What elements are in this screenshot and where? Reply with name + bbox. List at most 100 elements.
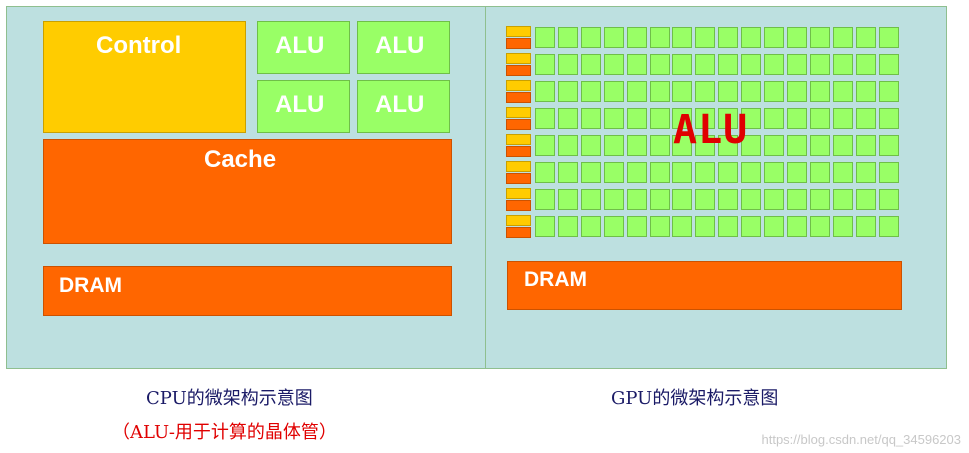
gpu-alu-cell [832, 135, 853, 156]
gpu-alu-cell [649, 162, 670, 183]
gpu-dram-label: DRAM [524, 268, 587, 291]
gpu-alu-cell [535, 135, 555, 156]
gpu-alu-cell [603, 54, 624, 75]
gpu-control-cell [506, 80, 531, 91]
gpu-alu-cell [878, 108, 899, 129]
gpu-alu-cell [718, 216, 739, 237]
gpu-alu-cell [764, 162, 784, 183]
gpu-alu-cell [741, 54, 762, 75]
gpu-alu-cell [649, 27, 670, 48]
gpu-alu-cell [695, 189, 716, 210]
gpu-alu-cell [557, 216, 578, 237]
gpu-alu-cell [672, 108, 693, 129]
gpu-alu-cell [809, 27, 830, 48]
gpu-alu-cell [557, 135, 578, 156]
gpu-alu-cell [855, 189, 876, 210]
gpu-alu-cell [535, 54, 555, 75]
gpu-alu-cell [764, 81, 784, 102]
gpu-alu-cell [878, 81, 899, 102]
gpu-alu-cell [580, 54, 601, 75]
gpu-alu-cell [649, 54, 670, 75]
gpu-alu-cell [626, 54, 647, 75]
gpu-alu-cell [603, 189, 624, 210]
cpu-diagram: Control ALU ALU ALU ALU Cache DRAM [6, 6, 486, 369]
gpu-alu-cell [878, 27, 899, 48]
cpu-control-block: Control [43, 21, 246, 133]
gpu-alu-cell [809, 135, 830, 156]
gpu-alu-cell [741, 27, 762, 48]
gpu-alu-cell [832, 162, 853, 183]
gpu-alu-cell [809, 162, 830, 183]
gpu-alu-cell [626, 189, 647, 210]
gpu-alu-cell [855, 54, 876, 75]
gpu-alu-cell [580, 189, 601, 210]
gpu-alu-cell [695, 54, 716, 75]
gpu-alu-cell [832, 27, 853, 48]
gpu-alu-cell [741, 162, 762, 183]
gpu-control-cell [506, 188, 531, 199]
gpu-alu-cell [603, 27, 624, 48]
gpu-alu-cell [580, 81, 601, 102]
gpu-alu-cell [855, 216, 876, 237]
cpu-alu-label: ALU [275, 91, 325, 118]
gpu-dram-block: DRAM [507, 261, 902, 310]
gpu-cache-cell [506, 65, 531, 76]
gpu-alu-cell [786, 27, 807, 48]
gpu-alu-cell [695, 162, 716, 183]
gpu-alu-cell [832, 81, 853, 102]
gpu-alu-cell [557, 162, 578, 183]
cpu-alu-label: ALU [375, 91, 425, 118]
gpu-alu-cell [580, 216, 601, 237]
gpu-cache-cell [506, 200, 531, 211]
gpu-alu-cell [626, 162, 647, 183]
gpu-alu-cell [718, 27, 739, 48]
gpu-alu-cell [535, 27, 555, 48]
gpu-alu-cell [557, 108, 578, 129]
gpu-alu-cell [786, 54, 807, 75]
gpu-alu-cell [764, 108, 784, 129]
gpu-alu-cell [580, 108, 601, 129]
gpu-alu-cell [718, 108, 739, 129]
gpu-core-row [506, 161, 902, 185]
gpu-alu-cell [741, 216, 762, 237]
gpu-alu-cell [535, 216, 555, 237]
gpu-alu-cell [832, 189, 853, 210]
gpu-alu-cell [695, 216, 716, 237]
gpu-core-row [506, 80, 902, 104]
cpu-cache-label: Cache [204, 146, 277, 173]
gpu-alu-cell [580, 135, 601, 156]
gpu-control-cell [506, 26, 531, 37]
gpu-alu-cell [557, 189, 578, 210]
gpu-core-row [506, 107, 902, 131]
gpu-alu-cell [764, 135, 784, 156]
gpu-alu-cell [649, 135, 670, 156]
gpu-alu-cell [878, 216, 899, 237]
gpu-alu-cell [718, 81, 739, 102]
gpu-alu-cell [603, 216, 624, 237]
gpu-core-row [506, 26, 902, 50]
gpu-alu-cell [855, 108, 876, 129]
gpu-core-grid [486, 7, 946, 257]
gpu-alu-cell [764, 216, 784, 237]
gpu-alu-cell [626, 81, 647, 102]
gpu-cache-cell [506, 38, 531, 49]
gpu-alu-cell [649, 216, 670, 237]
gpu-alu-cell [603, 108, 624, 129]
gpu-alu-cell [557, 81, 578, 102]
gpu-alu-cell [672, 162, 693, 183]
gpu-alu-cell [855, 162, 876, 183]
gpu-control-cell [506, 161, 531, 172]
gpu-alu-cell [855, 27, 876, 48]
gpu-alu-cell [741, 135, 762, 156]
gpu-alu-cell [741, 81, 762, 102]
gpu-alu-label: ALU [673, 107, 749, 153]
gpu-alu-cell [718, 189, 739, 210]
gpu-alu-cell [786, 162, 807, 183]
gpu-alu-cell [626, 108, 647, 129]
cpu-control-label: Control [96, 32, 182, 59]
gpu-alu-cell [672, 189, 693, 210]
gpu-alu-cell [786, 135, 807, 156]
gpu-alu-cell [786, 81, 807, 102]
gpu-alu-cell [832, 108, 853, 129]
gpu-alu-cell [535, 81, 555, 102]
